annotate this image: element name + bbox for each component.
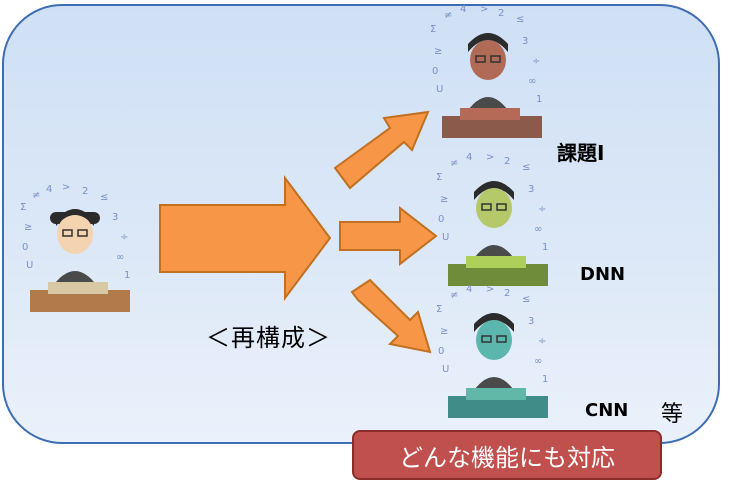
svg-text:∞: ∞: [534, 356, 542, 367]
svg-text:1: 1: [542, 242, 548, 253]
svg-text:≠: ≠: [450, 290, 458, 301]
svg-text:0: 0: [438, 346, 444, 357]
cnn-learner-figure: Σ ≠ 4 >2 ≤ ≥0U 3 ÷ ∞1: [436, 284, 548, 418]
svg-text:U: U: [26, 260, 33, 271]
svg-text:U: U: [436, 84, 443, 95]
svg-text:≤: ≤: [522, 294, 530, 305]
original-learner-figure: Σ ≠ 4 >2 ≤ ≥0U 3÷ ∞1: [20, 182, 130, 312]
dnn-label: DNN: [580, 264, 626, 285]
svg-text:Σ: Σ: [436, 172, 442, 183]
svg-text:≤: ≤: [100, 192, 108, 203]
svg-text:3: 3: [522, 36, 528, 47]
svg-text:1: 1: [542, 374, 548, 385]
svg-text:÷: ÷: [120, 232, 128, 243]
svg-text:>: >: [480, 4, 488, 15]
svg-text:3: 3: [528, 316, 534, 327]
svg-text:÷: ÷: [538, 204, 546, 215]
svg-text:Σ: Σ: [436, 304, 442, 315]
etc-label: 等: [661, 402, 684, 427]
task-label: 課題Ⅰ: [557, 141, 605, 165]
svg-text:Σ: Σ: [20, 202, 26, 213]
svg-text:≤: ≤: [522, 162, 530, 173]
svg-text:0: 0: [432, 66, 438, 77]
feature-badge-text: どんな機能にも対応: [399, 443, 615, 472]
svg-text:∞: ∞: [116, 252, 124, 263]
svg-text:1: 1: [536, 94, 542, 105]
svg-text:>: >: [486, 152, 494, 163]
arrow-to-task: [333, 110, 430, 190]
svg-text:≥: ≥: [440, 326, 448, 337]
svg-text:÷: ÷: [532, 56, 540, 67]
svg-text:2: 2: [504, 288, 510, 299]
svg-text:>: >: [62, 182, 70, 193]
reconstruct-label: ＜再構成＞: [206, 324, 331, 352]
svg-text:2: 2: [498, 8, 504, 19]
svg-text:3: 3: [528, 184, 534, 195]
svg-text:4: 4: [460, 4, 466, 15]
svg-text:≠: ≠: [444, 10, 452, 21]
svg-text:∞: ∞: [528, 76, 536, 87]
svg-text:>: >: [486, 284, 494, 295]
svg-text:0: 0: [438, 214, 444, 225]
svg-text:U: U: [442, 364, 449, 375]
svg-text:≥: ≥: [440, 194, 448, 205]
arrow-to-cnn: [350, 278, 432, 354]
svg-text:2: 2: [82, 186, 88, 197]
svg-text:2: 2: [504, 156, 510, 167]
svg-text:0: 0: [22, 242, 28, 253]
svg-text:4: 4: [46, 184, 52, 195]
svg-text:Σ: Σ: [430, 24, 436, 35]
svg-text:1: 1: [124, 270, 130, 281]
dnn-learner-figure: Σ ≠ 4 >2 ≤ ≥0U 3 ÷ ∞1: [436, 152, 548, 286]
arrow-to-dnn: [339, 205, 438, 267]
svg-text:≥: ≥: [24, 222, 32, 233]
svg-text:4: 4: [466, 152, 472, 163]
task-learner-figure: Σ ≠ 4 >2 ≤ ≥0U 3 ÷ ∞1: [430, 4, 542, 138]
main-arrow: [159, 175, 332, 301]
svg-text:≤: ≤: [516, 14, 524, 25]
svg-text:≠: ≠: [450, 158, 458, 169]
svg-text:≠: ≠: [32, 190, 40, 201]
svg-text:4: 4: [466, 284, 472, 295]
feature-badge: どんな機能にも対応: [352, 430, 662, 480]
cnn-label: CNN: [585, 400, 629, 421]
svg-text:3: 3: [112, 212, 118, 223]
svg-text:≥: ≥: [434, 46, 442, 57]
svg-text:÷: ÷: [538, 336, 546, 347]
svg-text:U: U: [442, 232, 449, 243]
svg-text:∞: ∞: [534, 224, 542, 235]
